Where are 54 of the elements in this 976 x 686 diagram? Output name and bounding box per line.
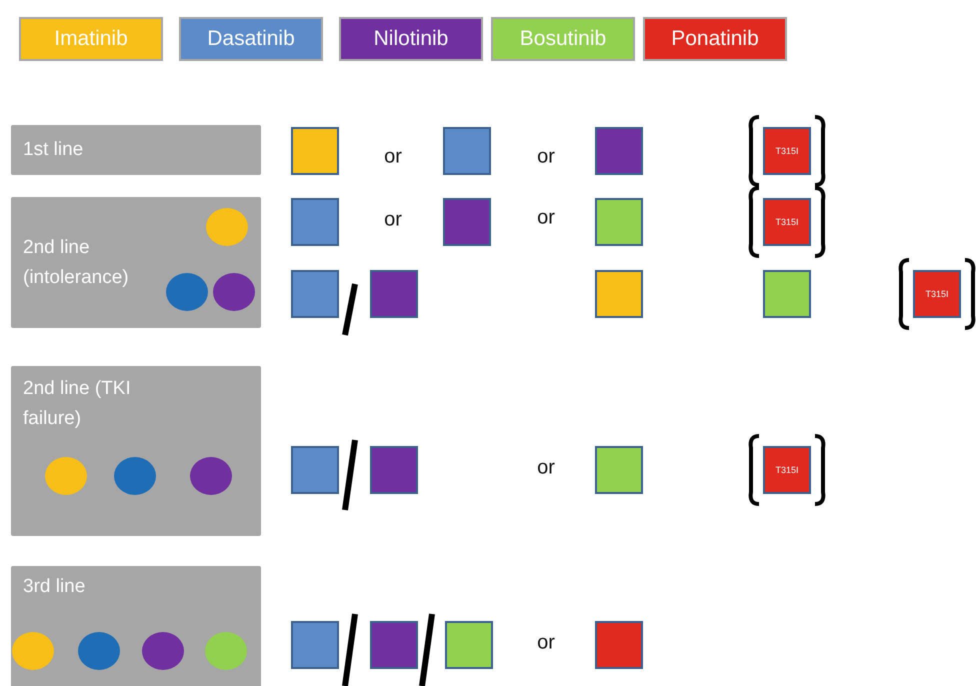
mutation-square [763, 446, 811, 494]
drug-circle [213, 273, 255, 311]
drug-square [595, 446, 643, 494]
mutation-square [763, 198, 811, 246]
connector-word: or [384, 208, 402, 232]
drug-circle [206, 208, 248, 246]
drug-circle [205, 632, 247, 670]
drug-circle [142, 632, 184, 670]
mutation-square [763, 127, 811, 175]
connector-word: or [537, 632, 555, 654]
therapy-line-band [11, 366, 261, 536]
therapy-line-label: 2nd line (TKI failure) [23, 377, 132, 431]
drug-square [595, 621, 643, 669]
legend-entry: Ponatinib [643, 17, 787, 61]
connector-word: or [537, 146, 555, 168]
therapy-line-band [11, 197, 261, 328]
drug-square [445, 621, 493, 669]
drug-circle [114, 457, 156, 495]
drug-square [595, 127, 643, 175]
connector-word: or [384, 146, 402, 168]
mutation-label: T315I [775, 146, 798, 156]
drug-square [291, 446, 339, 494]
therapy-line-band [11, 125, 261, 175]
drug-square [443, 127, 491, 175]
drug-square [291, 621, 339, 669]
connector-word: or [537, 456, 555, 480]
drug-circle [45, 457, 87, 495]
drug-circle [12, 632, 54, 670]
therapy-line-label: 1st line [23, 138, 84, 162]
drug-square [595, 270, 643, 318]
drug-circle [166, 273, 208, 311]
drug-square [291, 270, 339, 318]
drug-square [443, 198, 491, 246]
mutation-label: T315I [925, 289, 948, 299]
drug-square [370, 621, 418, 669]
drug-square [370, 446, 418, 494]
mutation-label: T315I [775, 465, 798, 475]
drug-square [291, 198, 339, 246]
mutation-square [913, 270, 961, 318]
drug-square [595, 198, 643, 246]
mutation-label: T315I [775, 217, 798, 227]
drug-circle [190, 457, 232, 495]
legend-entry: Dasatinib [179, 17, 323, 61]
therapy-line-label: 2nd line (intolerance) [23, 236, 130, 290]
drug-square [763, 270, 811, 318]
therapy-line-label: 3rd line [23, 575, 86, 599]
drug-square [291, 127, 339, 175]
drug-square [370, 270, 418, 318]
legend-entry: Imatinib [19, 17, 163, 61]
legend-entry: Nilotinib [339, 17, 483, 61]
connector-word: or [537, 206, 555, 230]
therapy-line-band [11, 566, 261, 686]
drug-circle [78, 632, 120, 670]
legend-entry: Bosutinib [491, 17, 635, 61]
